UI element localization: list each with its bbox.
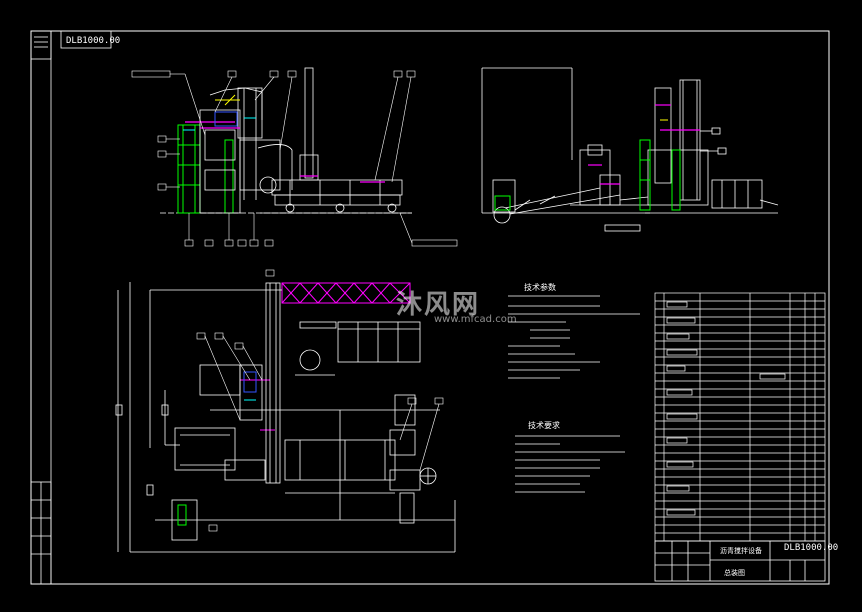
title-block-name: 沥青搅拌设备 bbox=[720, 547, 762, 555]
left-binding-strip bbox=[30, 30, 52, 585]
outer-border bbox=[30, 30, 830, 585]
drawing-number-top: DLB1000.00 bbox=[66, 36, 121, 46]
side-elevation-view bbox=[481, 67, 650, 232]
title-block-subtitle: 总装图 bbox=[724, 569, 745, 577]
title-block bbox=[654, 540, 826, 582]
parts-list-table bbox=[654, 292, 826, 542]
front-elevation-view bbox=[131, 67, 458, 247]
drawing-number-titleblock: DLB1000.00 bbox=[784, 543, 839, 553]
drawing-number-box bbox=[60, 30, 112, 49]
notes-title-specs: 技术参数 bbox=[524, 283, 556, 292]
technical-notes bbox=[508, 295, 640, 493]
watermark-url: www.mfcad.com bbox=[434, 314, 517, 325]
notes-title-requirements: 技术要求 bbox=[528, 421, 560, 430]
end-elevation-view bbox=[639, 79, 779, 214]
watermark-brand: 沐风网 bbox=[396, 290, 481, 320]
plan-view bbox=[115, 269, 456, 553]
